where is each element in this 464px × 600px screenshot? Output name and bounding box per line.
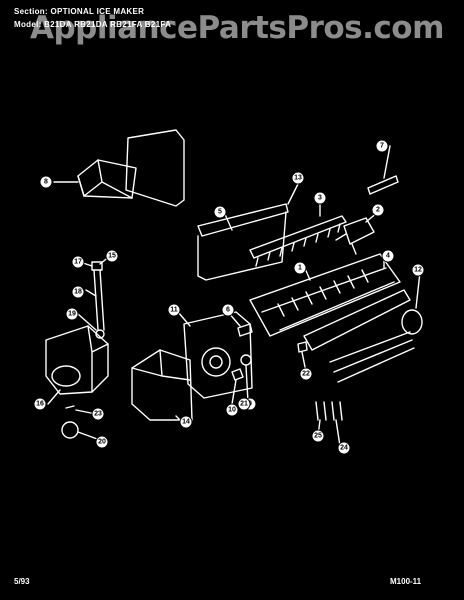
part-8-shield [125,129,185,207]
part-1-mold [249,253,401,337]
part-18-tube [93,269,105,331]
callout-4: 4 [386,253,390,260]
section-line: Section: OPTIONAL ICE MAKER [14,7,144,16]
callout-5: 5 [218,209,222,216]
callout-11: 11 [170,307,178,314]
callout-labels: 1 2 3 4 5 6 7 8 9 10 11 12 13 14 15 16 1… [33,139,425,455]
footer-page-code: M100-11 [390,577,422,586]
callout-18: 18 [74,289,82,296]
callout-20: 20 [98,439,106,446]
callout-25: 25 [314,433,322,440]
part-17-cap [91,261,103,271]
part-14-cover [131,349,193,421]
part-10-clip [231,368,244,381]
callout-1: 1 [298,265,302,272]
wire-harness [329,331,415,383]
model-label: Model: [14,20,42,29]
watermark: AppliancePartsPros.com [30,10,444,46]
part-21-gear [240,354,252,366]
part-11-housing [183,311,253,399]
part-16-valve [45,325,109,395]
callout-3: 3 [318,195,322,202]
part-2-switch [335,217,375,255]
part-3-ejector [249,215,347,259]
footer-date: 5/93 [14,577,30,586]
model-value: B21DA RB21DA RB21FA B21FA [44,20,172,29]
part-8-box [77,159,137,199]
callout-19: 19 [68,311,76,318]
callout-24: 24 [340,445,348,452]
part-13-wire [197,211,287,281]
part-12-fill-cup [401,309,423,335]
callout-23: 23 [94,411,102,418]
callout-7: 7 [380,143,384,150]
part-4-heater [303,289,411,351]
part-6-lever [237,323,253,337]
part-7-rod [367,175,399,195]
callout-8: 8 [44,179,48,186]
section-value: OPTIONAL ICE MAKER [50,7,145,16]
part-11-motor [201,347,231,377]
callout-13: 13 [294,175,302,182]
callout-21: 21 [240,401,248,408]
callout-12: 12 [414,267,422,274]
callout-14: 14 [182,419,190,426]
callout-2: 2 [376,207,380,214]
section-label: Section: [14,7,48,16]
callout-6: 6 [226,307,230,314]
callout-17: 17 [74,259,82,266]
callout-10: 10 [228,407,236,414]
parts-24-25-screws [315,401,343,421]
part-23-screw [65,405,75,409]
part-20-grommet [61,421,79,439]
callout-16: 16 [36,401,44,408]
part-5-arm [197,203,289,237]
part-22-screw [297,341,308,353]
model-line: Model: B21DA RB21DA RB21FA B21FA [14,20,171,29]
callout-22: 22 [302,371,310,378]
callout-15: 15 [108,253,116,260]
